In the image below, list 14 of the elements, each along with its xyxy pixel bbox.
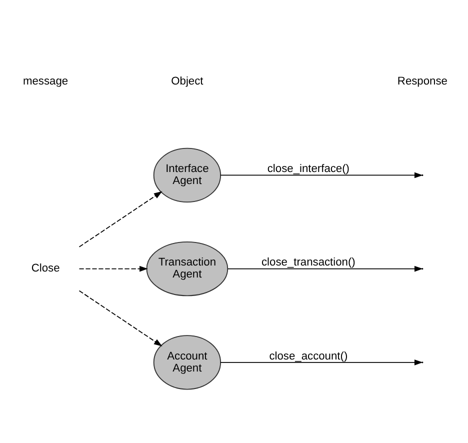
arrow bbox=[220, 172, 423, 178]
label: Object bbox=[171, 74, 204, 87]
edge-label: close_interface() bbox=[267, 162, 350, 175]
node-text: Close bbox=[31, 262, 60, 274]
arrow bbox=[220, 359, 423, 365]
edge-label: close_account() bbox=[269, 350, 348, 362]
arrow bbox=[78, 290, 162, 346]
arrow bbox=[228, 265, 423, 272]
arrow bbox=[78, 190, 162, 247]
label: message bbox=[23, 74, 68, 87]
label: Response bbox=[397, 74, 448, 87]
arrow bbox=[78, 265, 148, 272]
node-ellipse: Transaction Agent bbox=[146, 240, 228, 296]
edge-label: close_transaction() bbox=[262, 256, 356, 268]
